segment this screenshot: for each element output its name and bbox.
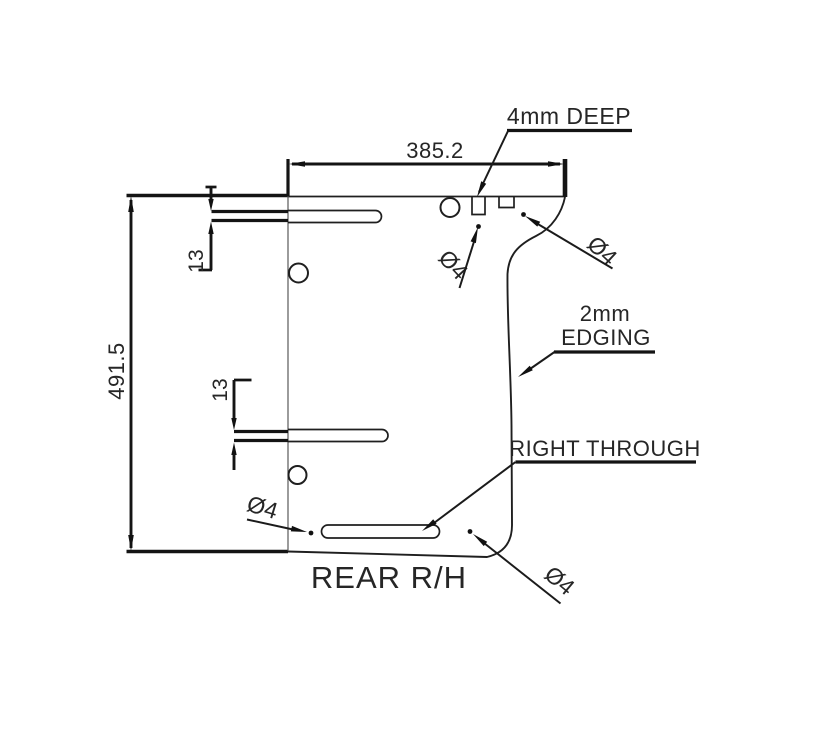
callout-edging-leader	[529, 351, 556, 370]
arrowhead	[290, 525, 307, 532]
arrowhead	[231, 418, 237, 430]
callout-dia-bottom-right: Ø4	[540, 561, 580, 601]
leader-dia-top-left	[458, 239, 476, 289]
arrowhead	[128, 535, 134, 551]
callout-through-leader	[433, 461, 517, 524]
arrowhead	[470, 227, 478, 244]
view-title: REAR R/H	[311, 560, 467, 595]
callout-notch-depth: 4mm DEEP	[507, 103, 631, 129]
arrowhead	[208, 199, 214, 211]
part-right-profile	[287, 196, 566, 558]
slot-middle	[288, 428, 389, 443]
dim-slot2-offset: 13	[209, 378, 232, 401]
leader-dia-bottom-right	[483, 542, 562, 605]
hole-mid-left	[288, 262, 309, 284]
hole-bottom-left	[287, 465, 308, 485]
arrowhead	[473, 534, 488, 547]
notch-small	[498, 196, 515, 209]
leader-dot	[476, 224, 481, 229]
leader-dia-top-right	[536, 222, 614, 270]
callout-edging-word: EDGING	[561, 325, 651, 350]
callout-notch-leader	[478, 130, 509, 193]
callout-through: RIGHT THROUGH	[509, 436, 700, 461]
slot-upper	[288, 209, 383, 224]
arrowhead	[208, 221, 214, 234]
arrowhead	[477, 181, 487, 197]
hole-top	[439, 197, 461, 218]
arrowhead	[518, 365, 533, 377]
callout-dia-top-right: Ø4	[582, 231, 622, 271]
leader-dot	[521, 212, 526, 217]
dim-top-width: 385.2	[406, 138, 464, 163]
leader-dot	[467, 529, 473, 534]
slot-bottom	[320, 524, 441, 539]
arrowhead	[128, 196, 134, 212]
notch-4mm-deep	[471, 196, 486, 216]
dim-slot1-offset: 13	[185, 249, 208, 272]
leader-dia-bottom-left	[246, 518, 294, 531]
callout-edging-size: 2mm	[580, 301, 630, 326]
leader-dot	[308, 530, 314, 536]
arrowhead	[548, 161, 564, 167]
arrowhead	[525, 216, 541, 227]
arrowhead	[422, 519, 437, 531]
arrowhead	[231, 442, 237, 455]
dim-left-height: 491.5	[104, 342, 129, 400]
arrowhead	[289, 161, 305, 167]
